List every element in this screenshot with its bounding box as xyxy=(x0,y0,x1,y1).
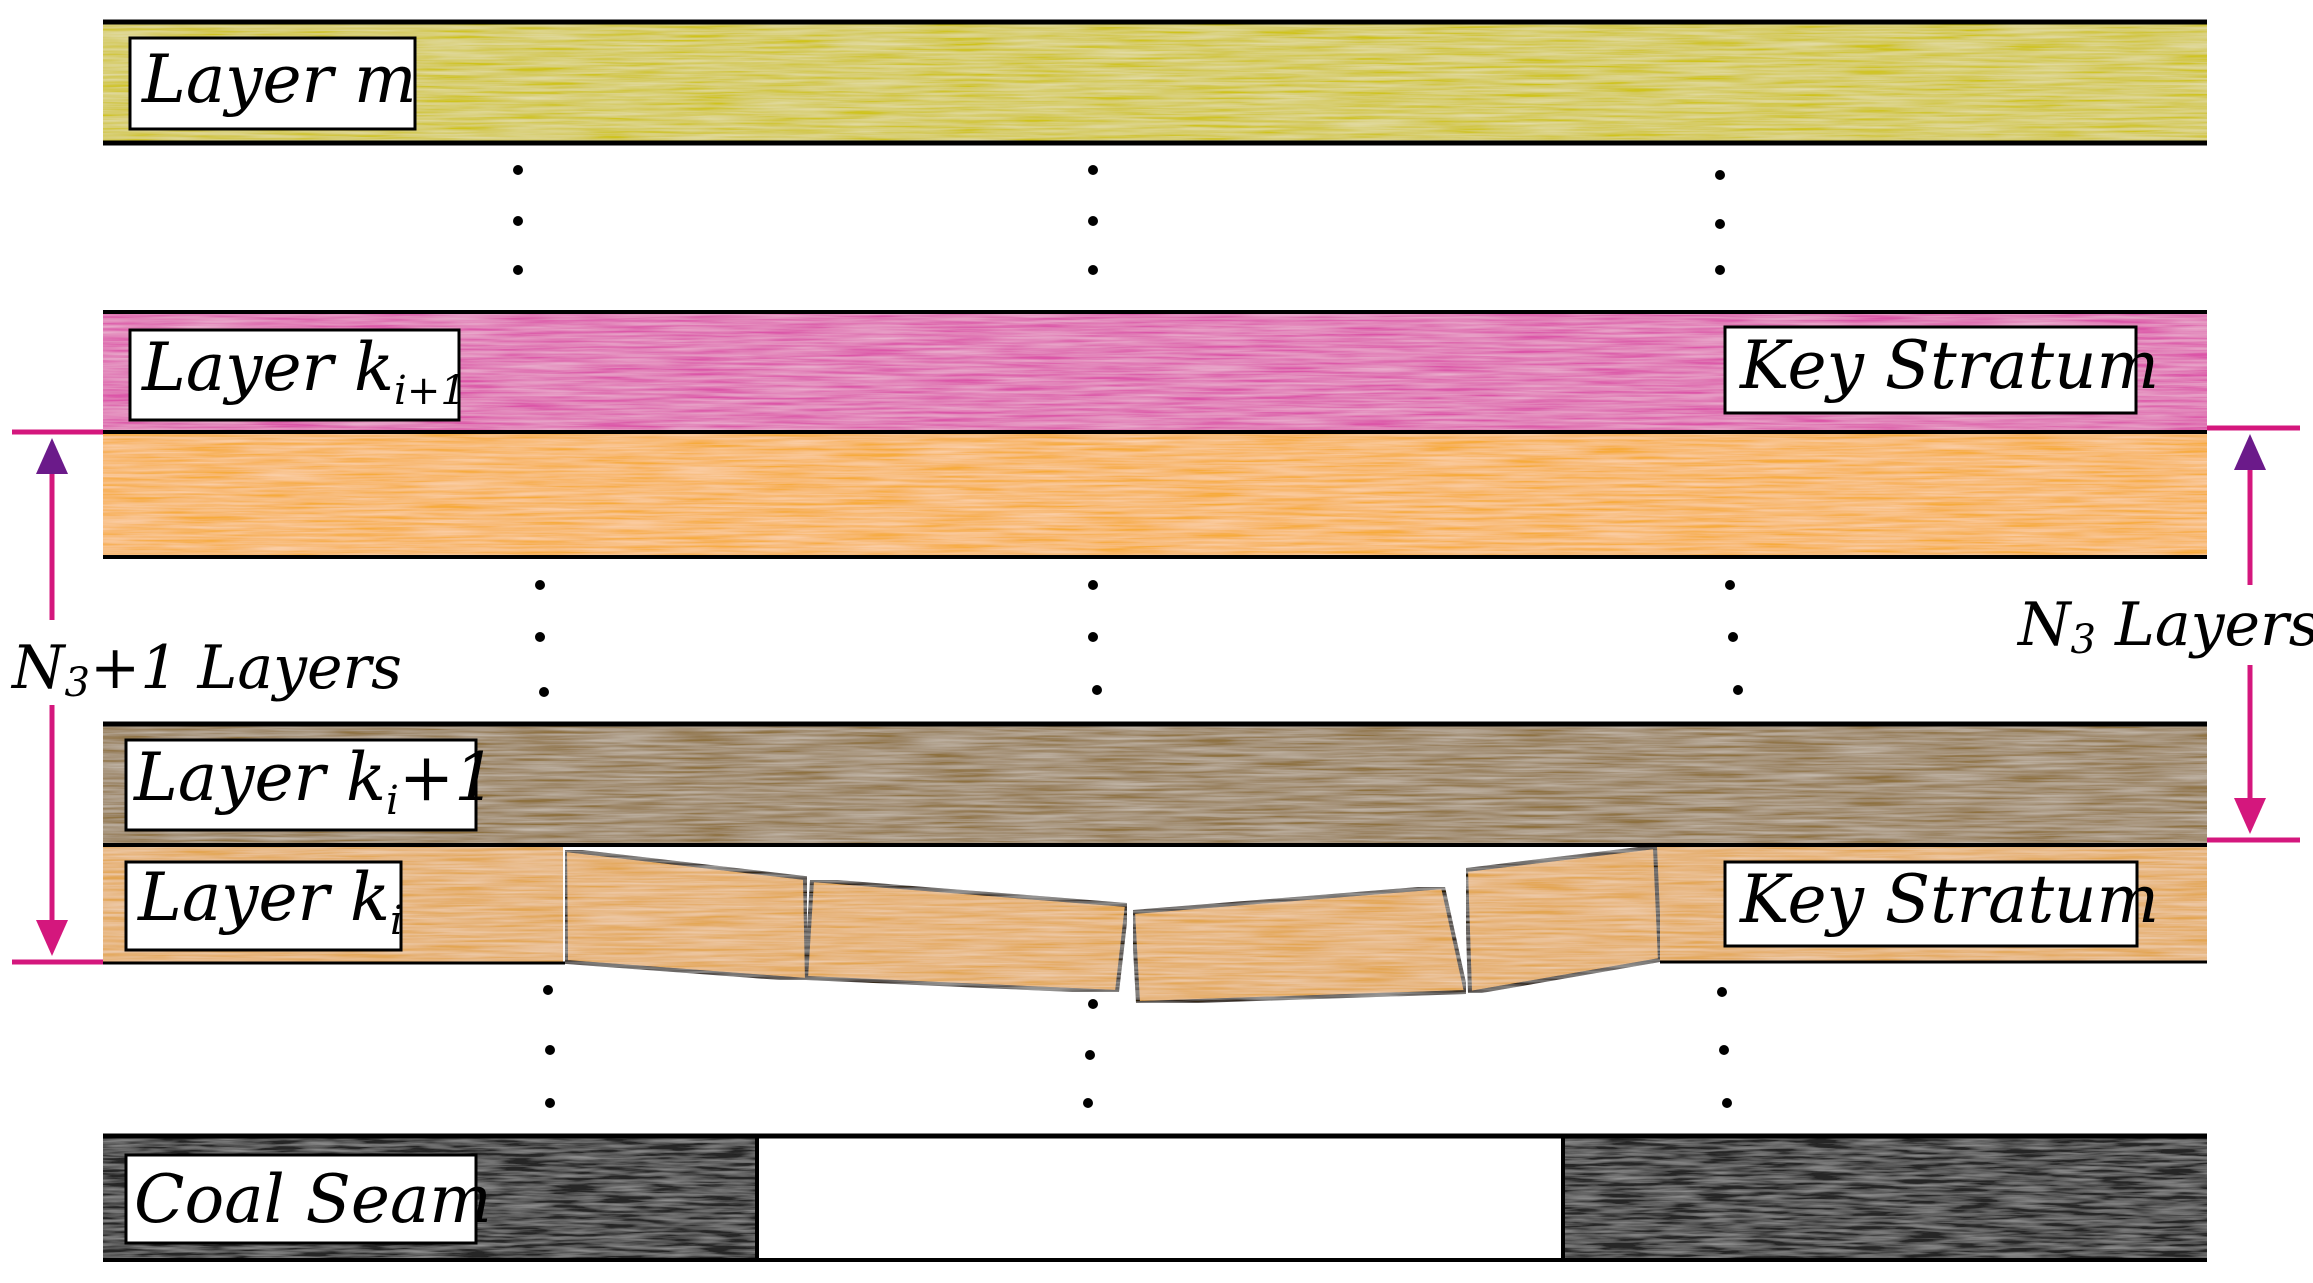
layer-ki-plus-1-band: Layer ki+1 xyxy=(103,721,2207,847)
layer-ki-band: Layer ki Key Stratum xyxy=(103,844,2207,1006)
orange-layer-fill xyxy=(103,433,2207,555)
left-span-indicator: N3+1 Layers xyxy=(10,429,402,965)
orange-layer-band xyxy=(103,430,2207,559)
left-span-label: N3+1 Layers xyxy=(10,633,402,706)
left-span-up-arrow xyxy=(36,438,68,474)
layer-ki1-label: Layer ki+1 xyxy=(141,329,466,414)
layer-ki-label-box xyxy=(124,860,403,952)
right-span-indicator: N3 Layers xyxy=(2016,425,2313,843)
left-span-down-arrow xyxy=(36,920,68,956)
layer-m-label-box xyxy=(128,36,417,131)
key-stratum-upper-label: Key Stratum xyxy=(1739,327,2159,404)
key-stratum-lower-label: Key Stratum xyxy=(1739,861,2159,938)
layer-ki1-band: Layer ki+1 Key Stratum xyxy=(103,310,2207,431)
continuation-dots-upper xyxy=(513,165,1725,275)
broken-block-1 xyxy=(562,847,810,983)
layer-ki1-label-box xyxy=(128,328,461,422)
layer-ki-plus-1-label-box xyxy=(124,738,478,832)
coal-seam-label: Coal Seam xyxy=(134,1161,492,1238)
coal-seam-right-fill xyxy=(1563,1137,2207,1259)
right-span-label: N3 Layers xyxy=(2016,590,2313,663)
continuation-dots-lower xyxy=(543,985,1732,1108)
broken-block-4 xyxy=(1463,844,1663,996)
key-stratum-lower-box xyxy=(1723,860,2139,948)
layer-m-label: Layer m xyxy=(141,41,417,118)
coal-seam-label-box xyxy=(124,1153,478,1245)
right-span-up-arrow xyxy=(2234,434,2266,470)
layer-m-fill xyxy=(103,24,2207,142)
broken-block-3 xyxy=(1130,884,1469,1006)
layer-m-band: Layer m xyxy=(103,19,2207,146)
goaf-void xyxy=(757,1137,1563,1259)
coal-seam-band: Coal Seam xyxy=(103,1133,2207,1262)
layer-ki-plus-1-label: Layer ki+1 xyxy=(133,739,496,824)
broken-block-2 xyxy=(803,877,1130,995)
key-stratum-upper-box xyxy=(1723,325,2138,415)
layer-ki-label: Layer ki xyxy=(137,859,403,944)
continuation-dots-middle xyxy=(535,580,1743,697)
right-span-down-arrow xyxy=(2234,798,2266,834)
